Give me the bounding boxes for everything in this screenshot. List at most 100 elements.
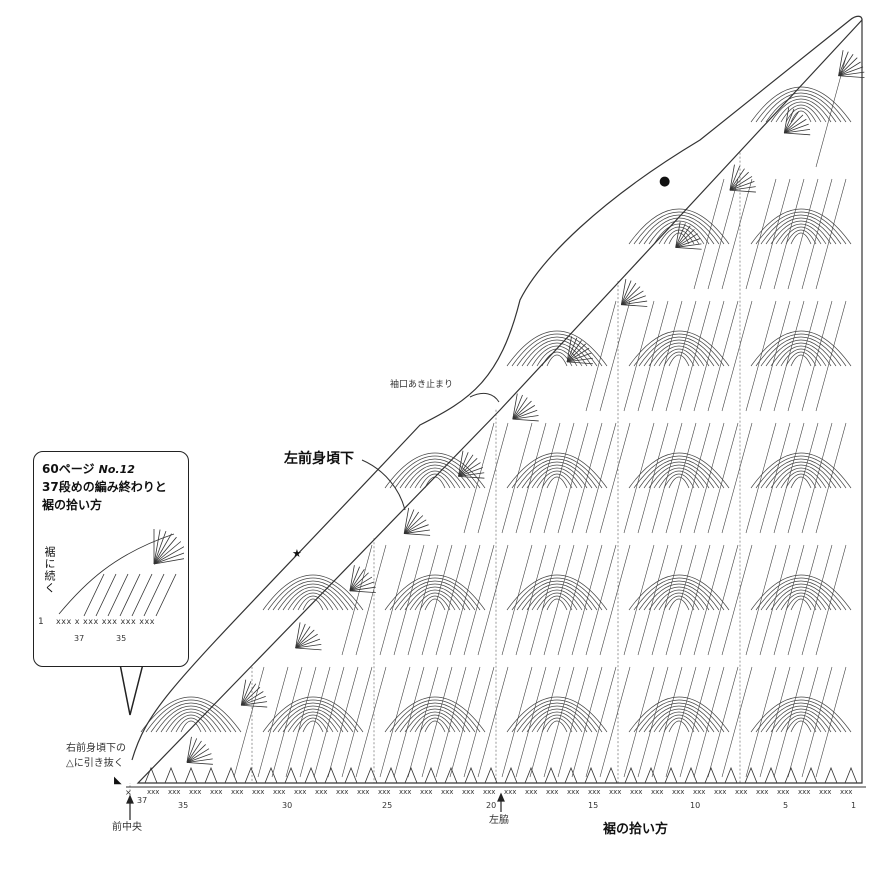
pineapple-arc [541, 473, 573, 489]
chain-strand [707, 422, 739, 534]
pineapple-arc [765, 95, 837, 123]
pineapple-arc [638, 336, 720, 367]
axis-tick: 5 [783, 801, 789, 810]
chain-strand [745, 300, 777, 412]
pineapple-arc [155, 705, 227, 733]
fan-stitch [349, 569, 365, 592]
fan-stitch [675, 233, 698, 248]
pineapple-arc [658, 348, 700, 367]
base-picot [364, 766, 378, 784]
pineapple-arc [531, 711, 583, 733]
fan-stitch [675, 229, 695, 248]
axis-tick: 25 [382, 801, 393, 810]
chain-strand [501, 544, 533, 656]
pineapple-arc [511, 333, 603, 367]
fan-stitch [241, 701, 268, 706]
pineapple-arc [663, 595, 695, 611]
fan-stitch [512, 405, 536, 420]
pineapple-arc [424, 598, 446, 611]
hem-stitch: xxx [147, 788, 160, 796]
pineapple-arc [546, 476, 568, 489]
chain-strand [787, 178, 819, 290]
fan-stitch [620, 280, 632, 305]
pineapple-arc [287, 589, 339, 611]
chain-strand [637, 666, 669, 778]
chain-strand [707, 544, 739, 656]
chain-strand [665, 544, 697, 656]
chain-strand [693, 178, 725, 290]
pineapple-arc [790, 232, 812, 245]
pineapple-arc [531, 467, 583, 489]
fan-stitch [512, 409, 538, 420]
fan-stitch [783, 108, 795, 134]
fan-stitch [566, 337, 578, 363]
pineapple-arc [765, 705, 837, 733]
chain-strand [759, 300, 791, 412]
pineapple-arc [653, 711, 705, 733]
pineapple-arc [292, 592, 334, 611]
pineapple-arc [770, 586, 832, 611]
pineapple-arc [546, 354, 568, 367]
chain-strand [393, 666, 425, 778]
pineapple-arc [165, 711, 217, 733]
callout-box: 60ページ No.12 37段めの編み終わりと 裾の拾い方 裾に続く 1 xxx… [33, 451, 189, 667]
pineapple-arc [648, 708, 710, 733]
fan-stitch [838, 61, 861, 77]
fan-stitch [783, 111, 800, 134]
chain-strand [477, 422, 509, 534]
chain-strand [745, 544, 777, 656]
pineapple-arc [653, 467, 705, 489]
callout-stitch-row: xxx x xxx xxx xxx xxx [56, 617, 155, 626]
chain-strand [693, 300, 725, 412]
left-side-label: 左脇 [489, 815, 509, 826]
pineapple-arc [384, 696, 486, 733]
pineapple-arc [526, 586, 588, 611]
hem-stitch: xxx [798, 788, 811, 796]
chain-strand [651, 544, 683, 656]
pineapple-arc [506, 330, 608, 367]
chart-outline [136, 18, 863, 784]
fan-stitch [512, 415, 539, 420]
fan-stitch [349, 576, 373, 592]
chain-strand [787, 422, 819, 534]
base-picot [384, 766, 398, 784]
chain-strand [271, 666, 303, 778]
fan-stitch [512, 393, 518, 420]
pineapple-arc [628, 696, 730, 733]
pineapple-arc [404, 708, 466, 733]
callout-pointer [119, 663, 144, 716]
fan-stitch [512, 418, 539, 422]
base-picot [584, 766, 598, 784]
pineapple-arc [414, 714, 456, 733]
chain-strand [693, 422, 725, 534]
hem-stitch: xxx [714, 788, 727, 796]
axis-tick: 30 [282, 801, 293, 810]
hem-stitch: xxx [504, 788, 517, 796]
fan-stitch [784, 132, 811, 136]
chain-strand [665, 422, 697, 534]
pineapple-arc [546, 598, 568, 611]
pineapple-arc [170, 714, 212, 733]
fan-stitch [729, 171, 749, 191]
chain-strand [759, 422, 791, 534]
pineapple-arc [160, 708, 222, 733]
fan-stitch [675, 238, 701, 248]
pineapple-arc [302, 720, 324, 733]
chain-strand [233, 666, 265, 778]
fan-stitch [838, 50, 844, 76]
pineapple-arc [775, 711, 827, 733]
pineapple-arc [531, 345, 583, 367]
fan-stitch [349, 572, 369, 592]
fan-stitch [240, 686, 261, 706]
base-picot [704, 766, 718, 784]
chain-strand [623, 300, 655, 412]
chain-strand [557, 422, 589, 534]
pineapple-arc [297, 595, 329, 611]
pineapple-arc [755, 333, 847, 367]
fan-stitch [241, 695, 266, 706]
hem-stitch: xxx [735, 788, 748, 796]
pineapple-arc [521, 583, 593, 611]
pineapple-arc [506, 452, 608, 489]
pineapple-arc [770, 220, 832, 245]
fan-stitch [675, 225, 691, 248]
